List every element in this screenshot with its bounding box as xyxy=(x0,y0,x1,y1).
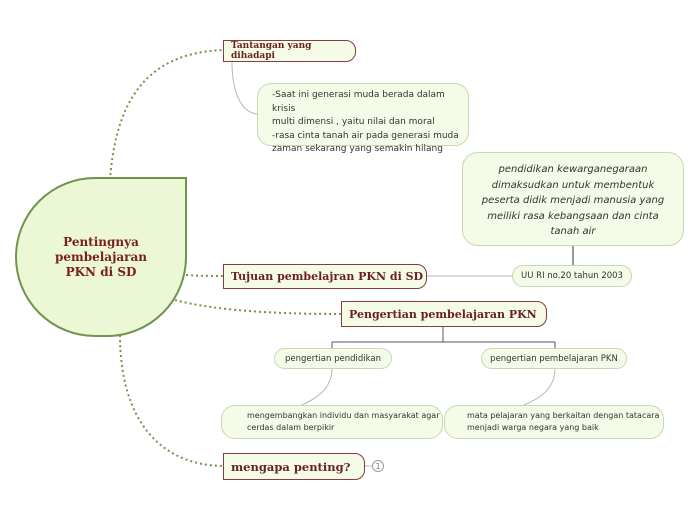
branch-tujuan[interactable]: Tujuan pembelajran PKN di SD xyxy=(223,264,427,289)
uu-node[interactable]: UU RI no.20 tahun 2003 xyxy=(512,265,632,287)
definition-line: pendidikan kewarganegaraan xyxy=(498,164,648,175)
pengertian-pembelajaran-label: pengertian pembelajaran PKN xyxy=(490,353,618,364)
detail-line: menjadi warga negara yang baik xyxy=(467,423,599,432)
pengertian-pembelajaran-node[interactable]: pengertian pembelajaran PKN xyxy=(481,348,627,369)
branch-tantangan[interactable]: Tantangan yang dihadapi xyxy=(223,40,356,62)
connector-left-detail xyxy=(299,367,333,407)
pengertian-pendidikan-label: pengertian pendidikan xyxy=(284,353,382,364)
branch-mengapa[interactable]: mengapa penting? xyxy=(223,453,365,480)
branch-pengertian[interactable]: Pengertian pembelajaran PKN xyxy=(341,301,547,327)
branch-tantangan-label: Tantangan yang dihadapi xyxy=(231,41,312,61)
connector-tantangan-detail xyxy=(231,61,258,115)
uu-label: UU RI no.20 tahun 2003 xyxy=(521,271,623,281)
branch-tujuan-label: Tujuan pembelajran PKN di SD xyxy=(231,270,424,283)
tantangan-detail-line: zaman sekarang yang semakin hilang xyxy=(272,144,443,154)
detail-line: cerdas dalam berpikir xyxy=(247,423,335,432)
definition-line: meiliki rasa kebangsaan dan cinta xyxy=(487,210,659,222)
collapsed-count: 1 xyxy=(375,461,381,471)
connector-mengapa xyxy=(119,334,226,467)
connector-tantangan xyxy=(109,49,226,181)
tantangan-detail-line: -Saat ini generasi muda berada dalam kri… xyxy=(272,90,445,114)
connector-tujuan xyxy=(185,274,226,277)
pengertian-pembelajaran-detail[interactable]: mata pelajaran yang berkaitan dengan tat… xyxy=(444,405,664,439)
definition-line: tanah air xyxy=(550,226,596,237)
pengertian-pendidikan-node[interactable]: pengertian pendidikan xyxy=(274,348,392,369)
detail-line: mata pelajaran yang berkaitan dengan tat… xyxy=(467,411,660,420)
definition-line: peserta didik menjadi manusia yang xyxy=(481,195,665,206)
root-label: Pentingnya pembelajaran PKN di SD xyxy=(54,234,148,279)
pengertian-pendidikan-detail[interactable]: mengembangkan individu dan masyarakat ag… xyxy=(221,405,443,439)
definition-line: dimaksudkan untuk membentuk xyxy=(491,179,655,191)
connector-pengertian xyxy=(174,299,343,315)
tantangan-detail-line: multi dimensi , yaitu nilai dan moral xyxy=(272,117,435,127)
tantangan-detail-line: -rasa cinta tanah air pada generasi muda xyxy=(272,130,459,141)
tantangan-detail[interactable]: -Saat ini generasi muda berada dalam kri… xyxy=(257,83,469,154)
detail-line: mengembangkan individu dan masyarakat ag… xyxy=(247,411,440,420)
root-node[interactable]: Pentingnya pembelajaran PKN di SD xyxy=(15,177,187,337)
collapsed-count-badge[interactable]: 1 xyxy=(372,460,384,472)
branch-pengertian-label: Pengertian pembelajaran PKN xyxy=(349,307,537,321)
connector-right-detail xyxy=(521,367,556,407)
tujuan-definition[interactable]: pendidikan kewarganegaraan dimaksudkan u… xyxy=(462,152,684,246)
branch-mengapa-label: mengapa penting? xyxy=(231,459,351,474)
connector-pengertian-children xyxy=(331,327,556,349)
